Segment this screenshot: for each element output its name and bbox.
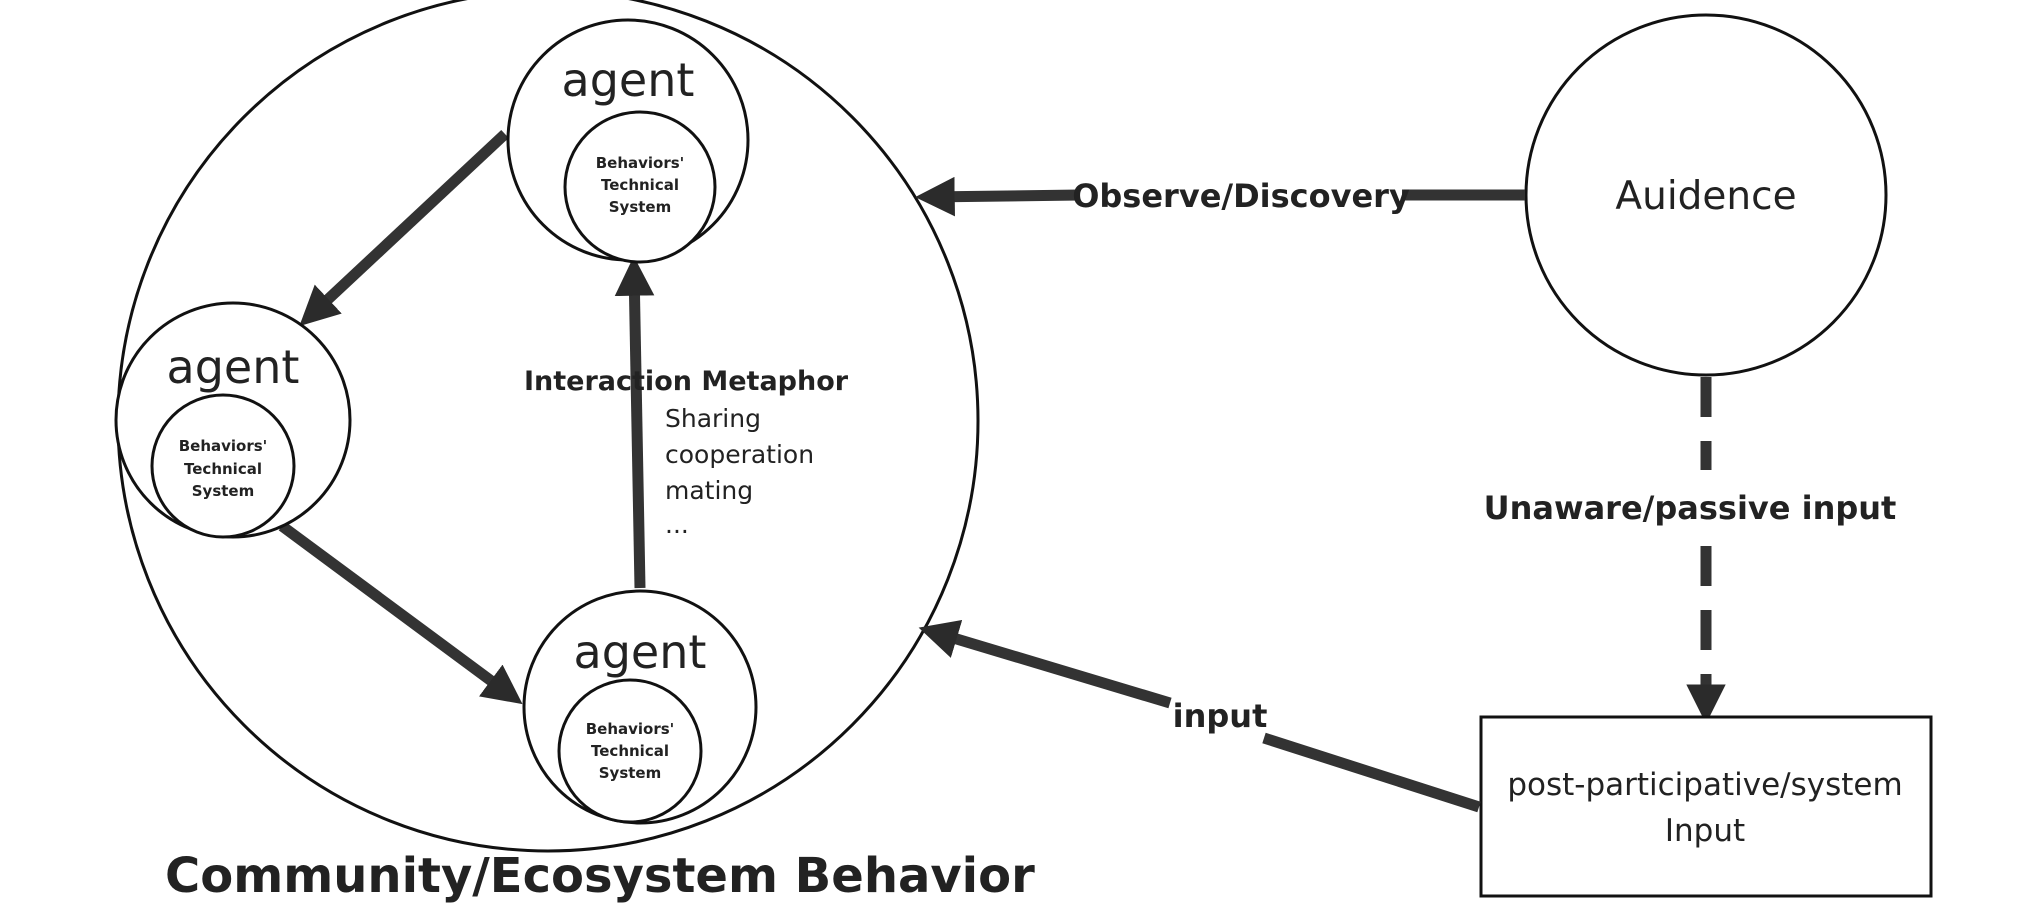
interaction-item-ellipsis: ... xyxy=(665,510,689,539)
arrow-input-upper-segment xyxy=(918,620,1172,709)
system-input-line-2: Input xyxy=(1665,813,1745,849)
arrow-left-to-bottom xyxy=(278,521,523,705)
agent-bottom: agent Behaviors' Technical System xyxy=(522,589,758,825)
arrow-bottom-to-top xyxy=(614,256,655,589)
agent-bottom-inner-circle xyxy=(557,678,703,824)
agent-bottom-title: agent xyxy=(574,625,707,679)
agent-left-inner-line-2: Technical xyxy=(184,460,262,478)
agent-left-inner-circle xyxy=(150,393,296,539)
agent-bottom-inner-line-2: Technical xyxy=(591,742,669,760)
agent-top-inner-circle xyxy=(563,110,717,264)
diagram-caption: Community/Ecosystem Behavior xyxy=(165,848,1035,904)
interaction-item-sharing: Sharing xyxy=(665,404,761,433)
observe-discovery-label: Observe/Discovery xyxy=(1072,177,1410,215)
system-input-box xyxy=(1479,715,1933,898)
agent-bottom-inner-line-3: System xyxy=(599,764,661,782)
agent-left-inner-line-1: Behaviors' xyxy=(179,437,268,455)
arrow-input-lower-segment xyxy=(1262,732,1481,813)
system-input-line-1: post-participative/system xyxy=(1507,767,1902,803)
input-label: input xyxy=(1173,697,1268,735)
agent-top-inner-line-1: Behaviors' xyxy=(596,154,685,172)
agent-left: agent Behaviors' Technical System xyxy=(114,301,352,539)
agent-left-title: agent xyxy=(167,340,300,394)
agent-top-title: agent xyxy=(562,53,695,107)
interaction-item-cooperation: cooperation xyxy=(665,440,814,469)
agent-top-inner-line-2: Technical xyxy=(601,176,679,194)
audience-label: Auidence xyxy=(1615,174,1796,219)
audience-circle xyxy=(1524,13,1888,377)
agent-top-inner-line-3: System xyxy=(609,198,671,216)
interaction-item-mating: mating xyxy=(665,476,753,505)
interaction-metaphor-title: Interaction Metaphor xyxy=(524,366,849,397)
agent-bottom-inner-line-1: Behaviors' xyxy=(586,720,675,738)
agent-top: agent Behaviors' Technical System xyxy=(506,18,750,264)
agent-left-inner-line-3: System xyxy=(192,482,254,500)
arrow-observe-left-segment xyxy=(915,176,1081,217)
unaware-passive-input-label: Unaware/passive input xyxy=(1484,489,1897,527)
arrow-top-to-left xyxy=(299,129,509,327)
